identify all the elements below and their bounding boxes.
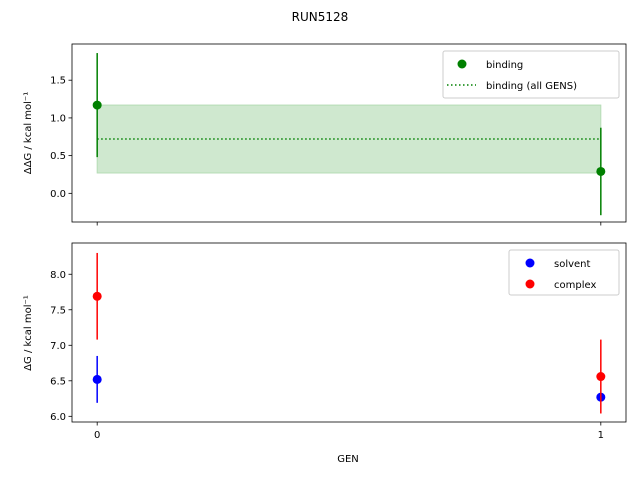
binding-point [596,166,606,176]
top-ytick-label: 0.5 [50,151,66,162]
bottom-axes-frame [71,242,627,423]
top-plot: 0.0 0.5 1.0 1.5 ΔΔG / kcal mol⁻¹ binding bi… [23,43,627,226]
legend-marker-solvent [525,258,535,268]
top-legend: binding binding (all GENS) [442,50,620,99]
top-ytick-label: 1.0 [50,113,66,124]
bottom-y-ticks: 6.0 6.5 7.0 7.5 8.0 [50,270,72,423]
bottom-ytick-label: 7.5 [50,305,66,316]
top-marks [92,53,606,216]
legend-marker-complex [525,279,535,289]
bottom-ytick-label: 8.0 [50,270,66,281]
bottom-marks [92,252,606,414]
bottom-xtick-label: 0 [94,430,100,441]
bottom-ytick-label: 7.0 [50,341,66,352]
top-y-ticks: 0.0 0.5 1.0 1.5 [50,76,72,200]
bottom-legend-box [508,249,620,296]
solvent-point [92,374,102,384]
bottom-legend: solvent complex [508,249,620,296]
complex-point [596,372,606,382]
top-axes-frame [71,43,627,223]
bottom-y-axis-label: ΔG / kcal mol⁻¹ [23,295,34,371]
legend-label-complex: complex [554,280,596,291]
bottom-ytick-label: 6.5 [50,376,66,387]
legend-label-binding-all-gens: binding (all GENS) [486,81,577,92]
top-ytick-label: 1.5 [50,76,66,87]
bottom-xtick-label: 1 [598,430,604,441]
top-legend-box [442,50,620,99]
x-axis-label: GEN [337,454,359,465]
top-ytick-label: 0.0 [50,189,66,200]
legend-marker-binding [457,59,467,69]
bottom-ytick-label: 6.0 [50,412,66,423]
binding-point [92,100,102,110]
complex-point [92,291,102,301]
figure-title: RUN5128 [292,10,349,24]
legend-label-solvent: solvent [554,259,591,270]
top-x-ticks [96,222,602,226]
top-y-axis-label: ΔΔG / kcal mol⁻¹ [23,92,34,174]
binding-all-gens-band [96,104,602,174]
legend-label-binding: binding [486,60,523,71]
top-band-layer [96,104,602,174]
